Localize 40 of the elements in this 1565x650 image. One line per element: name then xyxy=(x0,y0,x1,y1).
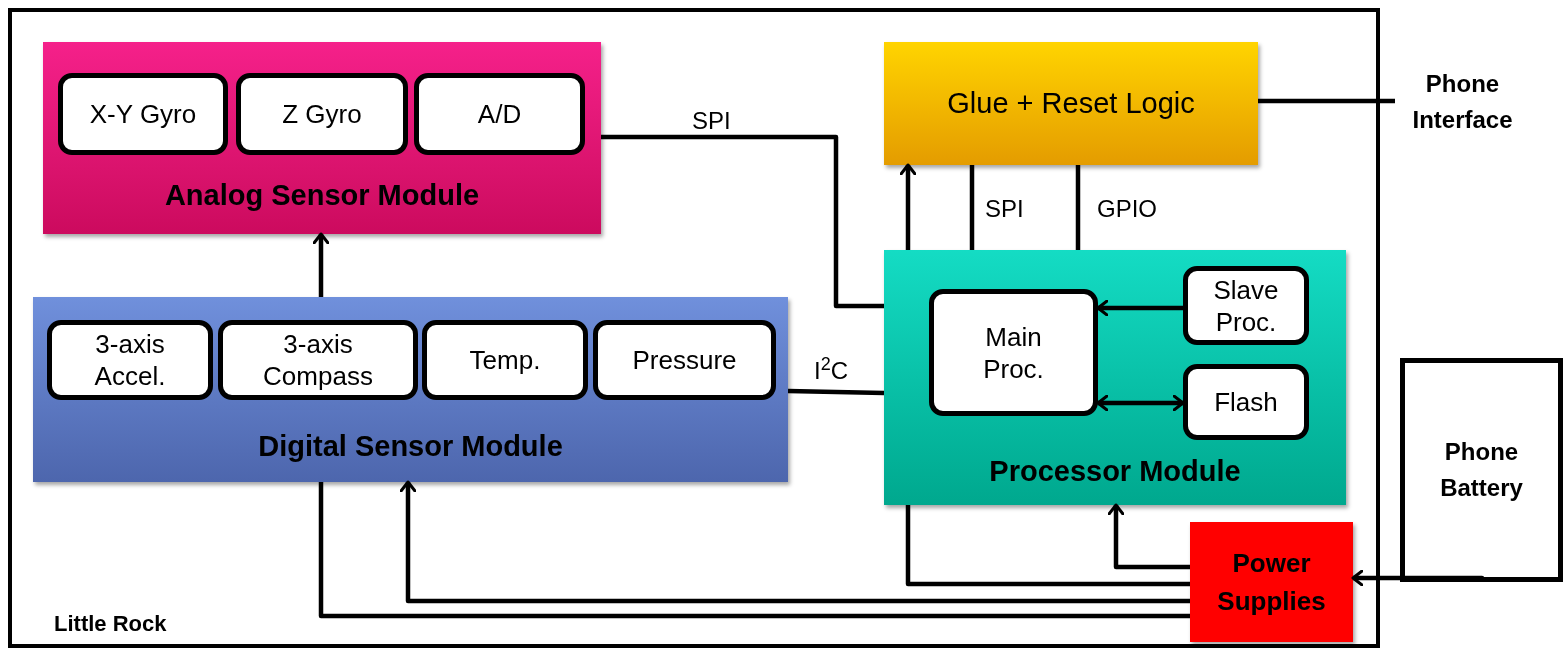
module-box xyxy=(43,42,601,234)
connector-line xyxy=(1258,98,1395,104)
edge-label: I$^{2}$C xyxy=(814,356,849,386)
connector-line xyxy=(905,505,1190,587)
component-box: 3-axis Compass xyxy=(218,320,418,400)
arrow xyxy=(312,232,330,297)
board-outline xyxy=(8,8,1380,648)
component-box: Flash xyxy=(1183,364,1309,440)
component-box: X-Y Gyro xyxy=(58,73,228,155)
component-box: 3-axis Accel. xyxy=(47,320,213,400)
connector-line xyxy=(1075,165,1081,250)
component-box: Main Proc. xyxy=(929,289,1098,416)
component-box: Slave Proc. xyxy=(1183,266,1309,345)
module-title: Analog Sensor Module xyxy=(163,178,481,213)
connector-line xyxy=(969,165,975,250)
component-box: Temp. xyxy=(422,320,588,400)
arrow xyxy=(1096,299,1183,317)
arrow xyxy=(899,163,917,250)
edge-label: SPI xyxy=(692,106,731,136)
power-box: Power Supplies xyxy=(1190,522,1353,642)
module-box xyxy=(33,297,788,482)
arrow xyxy=(1107,503,1190,570)
arrow xyxy=(1351,569,1485,587)
connector-line xyxy=(787,388,885,396)
arrow xyxy=(399,480,1190,604)
arrow xyxy=(1096,394,1185,412)
component-box: Pressure xyxy=(593,320,776,400)
connector-line xyxy=(318,482,1190,619)
module-box xyxy=(884,250,1346,505)
module-title: Digital Sensor Module xyxy=(257,429,564,464)
logic-box: Glue + Reset Logic xyxy=(884,42,1258,165)
edge-label: GPIO xyxy=(1097,194,1157,224)
module-title: Little Rock xyxy=(54,610,167,638)
connector-line xyxy=(601,134,884,309)
battery-box: Phone Battery xyxy=(1400,358,1563,582)
edge-label: SPI xyxy=(985,194,1024,224)
module-title: Processor Module xyxy=(988,454,1242,489)
component-box: Z Gyro xyxy=(236,73,408,155)
component-box: A/D xyxy=(414,73,585,155)
interface-label: Phone Interface xyxy=(1395,66,1530,138)
